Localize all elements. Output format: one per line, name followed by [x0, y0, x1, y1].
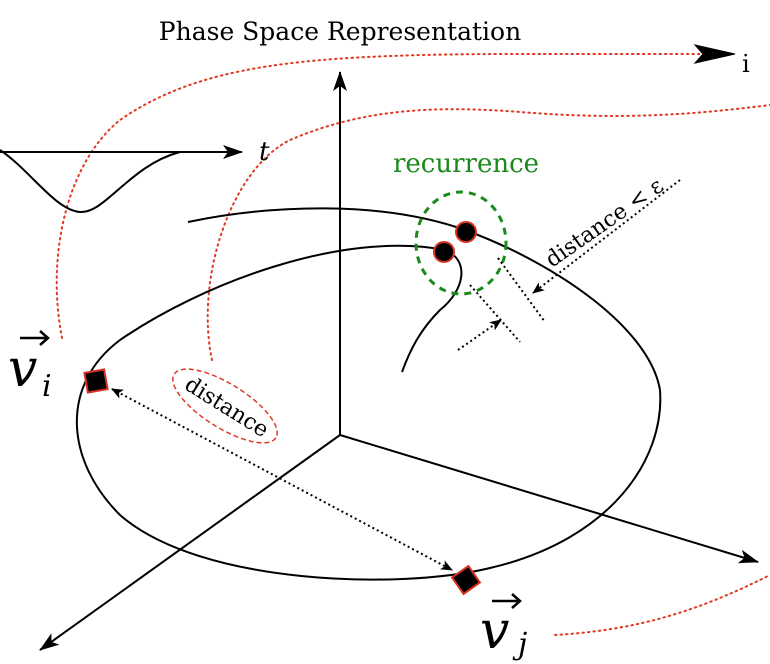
vector-vi-subscript: i	[42, 369, 52, 404]
right-axis	[339, 434, 759, 564]
distance-label-outline	[172, 368, 278, 444]
index-axis-arrow-icon	[693, 44, 736, 64]
recurrence-region	[414, 190, 508, 296]
link-vj-to-plot	[554, 574, 770, 636]
vector-vi-arrow-icon	[20, 330, 50, 346]
distance-arrow	[111, 388, 453, 571]
time-series-curve	[0, 149, 181, 214]
threshold-arrow-in-upper	[532, 179, 681, 294]
lower-left-axis	[39, 434, 341, 651]
trajectory-loop	[75, 244, 662, 581]
vector-vj-label: v j	[480, 593, 527, 662]
recurrence-point-lower	[433, 241, 455, 263]
distance-threshold-label: distance < ε	[541, 173, 668, 272]
trajectory-hook	[401, 249, 463, 373]
vector-vi-base: v	[8, 339, 37, 399]
link-to-index-axis	[55, 53, 701, 339]
threshold-guide-outer	[497, 257, 546, 323]
link-distance-to-plot	[206, 104, 770, 361]
vector-vj-base: v	[480, 601, 509, 661]
threshold-arrow-in-lower	[457, 319, 502, 351]
recurrence-label: recurrence	[393, 149, 539, 179]
vector-vi-label: v i	[8, 330, 52, 404]
vector-vj-subscript: j	[512, 627, 527, 662]
recurrence-point-upper	[455, 221, 477, 243]
index-axis-label: i	[742, 50, 750, 78]
vector-vj-arrow-icon	[492, 593, 522, 609]
state-marker-vj	[450, 564, 482, 596]
time-axis-label: t	[259, 137, 270, 167]
state-marker-vi	[83, 368, 109, 394]
page-title: Phase Space Representation	[159, 17, 521, 46]
threshold-guide-inner	[469, 284, 521, 343]
